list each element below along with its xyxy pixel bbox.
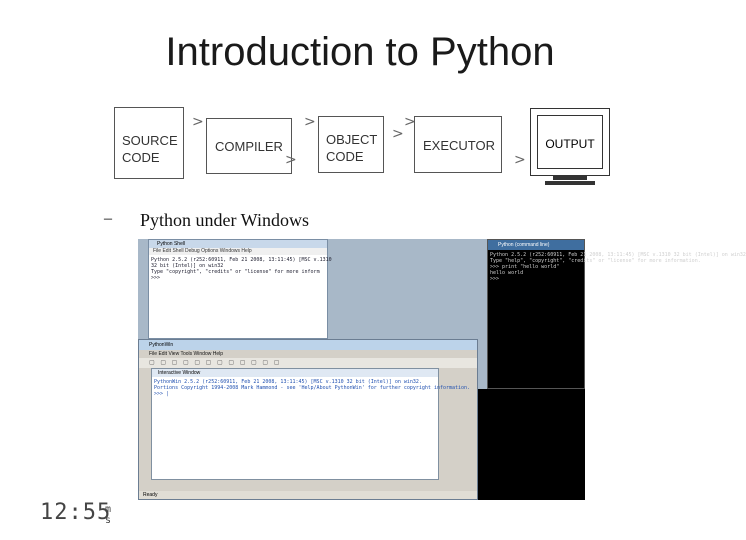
arrow-icon: > (392, 126, 404, 142)
object-code-line-1: OBJECT (326, 132, 378, 147)
executor-label: EXECUTOR (423, 138, 495, 153)
idle-shell-window: Python Shell File Edit Shell Debug Optio… (148, 239, 332, 339)
clock-unit-top: m (105, 504, 112, 515)
idle-shell-menubar: File Edit Shell Debug Options Windows He… (149, 248, 327, 255)
arrow-icon: > (192, 114, 204, 130)
arrow-icon: > (404, 114, 416, 130)
pythonwin-window: PythonWin File Edit View Tools Window He… (138, 339, 478, 500)
monitor-base (545, 181, 595, 185)
object-code-box: OBJECT CODE (318, 116, 384, 173)
output-label: OUTPUT (537, 115, 603, 169)
source-code-line-2: CODE (122, 150, 160, 165)
arrow-icon: > (304, 114, 316, 130)
compiler-box: COMPILER (206, 118, 292, 174)
pythonwin-menubar: File Edit View Tools Window Help (149, 351, 224, 357)
arrow-icon: > (514, 152, 526, 168)
bullet-marker: – (104, 210, 112, 227)
slide-title: Introduction to Python (165, 30, 555, 74)
interactive-window-titlebar: Interactive Window (152, 369, 438, 377)
command-prompt-output: Python 2.5.2 (r252:60911, Feb 21 2008, 1… (490, 252, 746, 282)
output-monitor-icon: OUTPUT (530, 108, 610, 176)
executor-box: EXECUTOR (414, 116, 502, 173)
pythonwin-titlebar: PythonWin (139, 340, 477, 350)
idle-shell-output: Python 2.5.2 (r252:60911, Feb 21 2008, 1… (151, 257, 332, 281)
console-background (472, 389, 585, 500)
compiler-label: COMPILER (215, 139, 283, 154)
pythonwin-statusbar: Ready (139, 491, 477, 499)
idle-shell-titlebar: Python Shell (149, 240, 327, 248)
interactive-window: Interactive Window PythonWin 2.5.2 (r252… (151, 368, 471, 480)
source-code-box: SOURCE CODE (114, 107, 184, 179)
clock-unit-bottom: s (105, 515, 112, 526)
monitor-stand (553, 176, 587, 180)
interactive-window-output: PythonWin 2.5.2 (r252:60911, Feb 21 2008… (154, 379, 471, 397)
arrow-icon: > (285, 152, 297, 168)
clock-time: 12:55 (40, 500, 112, 525)
python-windows-screenshot: Python (command line) Python 2.5.2 (r252… (138, 239, 746, 500)
bullet-text: Python under Windows (140, 210, 309, 230)
pythonwin-toolbar: ▢ ▢ ▢ ▢ ▢ ▢ ▢ ▢ ▢ ▢ ▢ ▢ (139, 358, 477, 368)
object-code-line-2: CODE (326, 149, 364, 164)
command-prompt-titlebar: Python (command line) (488, 240, 584, 250)
command-prompt-window: Python (command line) Python 2.5.2 (r252… (487, 239, 746, 389)
source-code-line-1: SOURCE (122, 133, 178, 148)
